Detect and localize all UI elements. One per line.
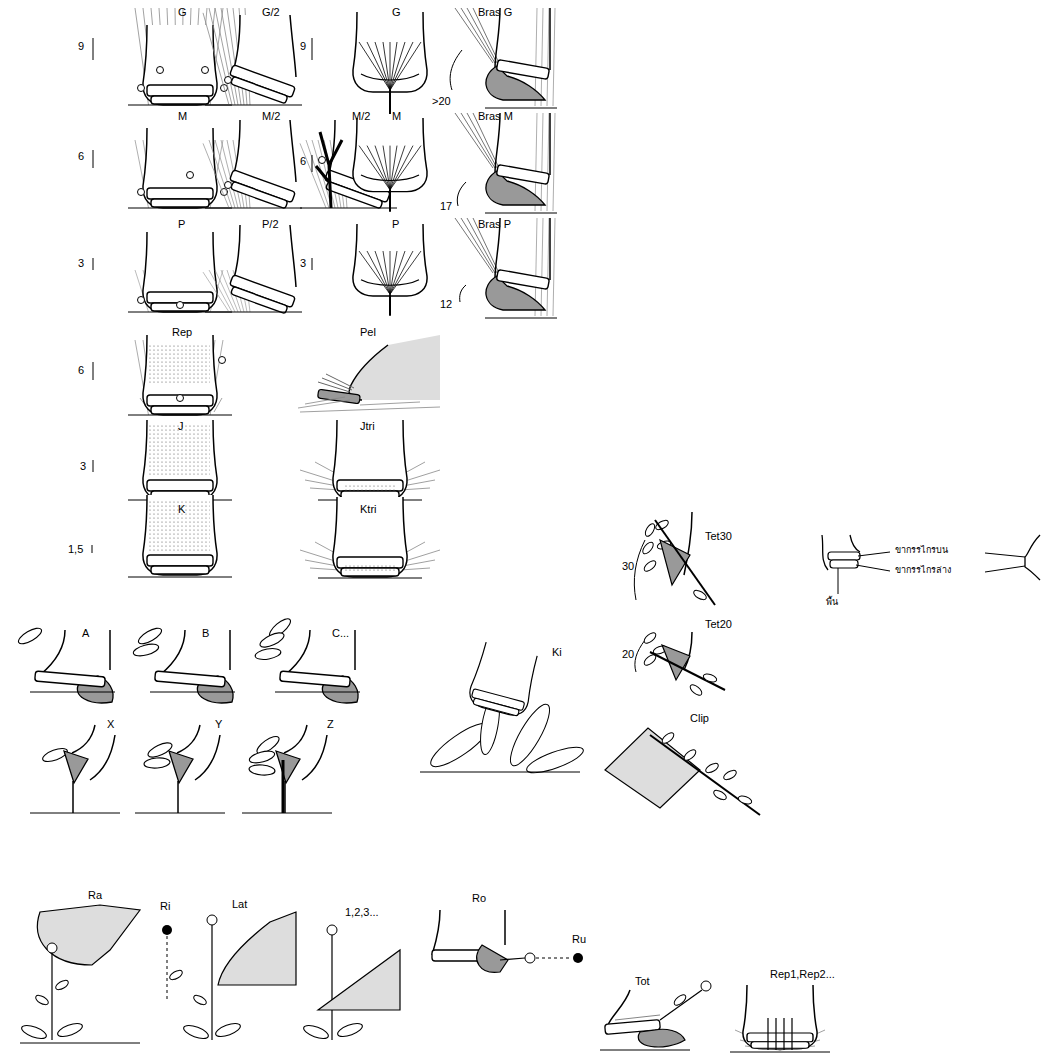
- callout-label: G/2: [262, 6, 280, 18]
- callout-label: P: [392, 218, 399, 230]
- callout-label: 6: [300, 155, 306, 167]
- callout-label: 3: [300, 257, 306, 269]
- callout-label: J: [178, 420, 184, 432]
- callout-label: Clip: [690, 712, 709, 724]
- callout-label: 12: [440, 298, 452, 310]
- callout-label: X: [107, 718, 114, 730]
- callout-label: >20: [432, 95, 451, 107]
- callout-label: Ktri: [360, 503, 377, 515]
- callout-label: 9: [78, 40, 84, 52]
- callout-label: 3: [78, 257, 84, 269]
- callout-label: 1,5: [68, 543, 83, 555]
- callout-label: Bras M: [478, 110, 513, 122]
- callout-label: 30: [622, 560, 634, 572]
- callout-label: Z: [327, 718, 334, 730]
- callout-label: A: [82, 627, 89, 639]
- callout-label: G: [178, 6, 187, 18]
- callout-label: Tot: [635, 975, 650, 987]
- callout-label: Ru: [572, 933, 586, 945]
- callout-label: ขากรรไกรล่าง: [895, 566, 951, 576]
- callout-label: Ri: [160, 900, 170, 912]
- callout-label: C...: [332, 627, 349, 639]
- callout-label: B: [202, 627, 209, 639]
- callout-label: Pel: [360, 326, 376, 338]
- callout-label: P: [178, 218, 185, 230]
- callout-label: 1,2,3...: [345, 906, 379, 918]
- callout-label: Ro: [472, 892, 486, 904]
- callout-label: Y: [215, 718, 222, 730]
- callout-label: Tet20: [705, 618, 732, 630]
- callout-label: M: [178, 110, 187, 122]
- callout-label: Jtri: [360, 420, 375, 432]
- callout-label: Bras P: [478, 218, 511, 230]
- callout-label: 17: [440, 200, 452, 212]
- callout-label: ขากรรไกรบน: [895, 546, 948, 556]
- callout-label: M/2: [352, 110, 370, 122]
- callout-label: P/2: [262, 218, 279, 230]
- callout-label: Ki: [552, 646, 562, 658]
- callout-label: 3: [80, 460, 86, 472]
- callout-label: 6: [78, 150, 84, 162]
- callout-label: M: [392, 110, 401, 122]
- callout-label: M/2: [262, 110, 280, 122]
- callout-label: Bras G: [478, 6, 512, 18]
- callout-label: Rep: [172, 326, 192, 338]
- callout-label: Ra: [88, 889, 102, 901]
- callout-label: Tet30: [705, 530, 732, 542]
- callout-label: 9: [300, 40, 306, 52]
- callout-label: 20: [622, 648, 634, 660]
- callout-label: 6: [78, 364, 84, 376]
- callout-label: พื้น: [826, 598, 838, 608]
- callout-label: K: [178, 503, 185, 515]
- callout-label: G: [392, 6, 401, 18]
- callout-label: Lat: [232, 898, 247, 910]
- callout-label: Rep1,Rep2...: [770, 968, 835, 980]
